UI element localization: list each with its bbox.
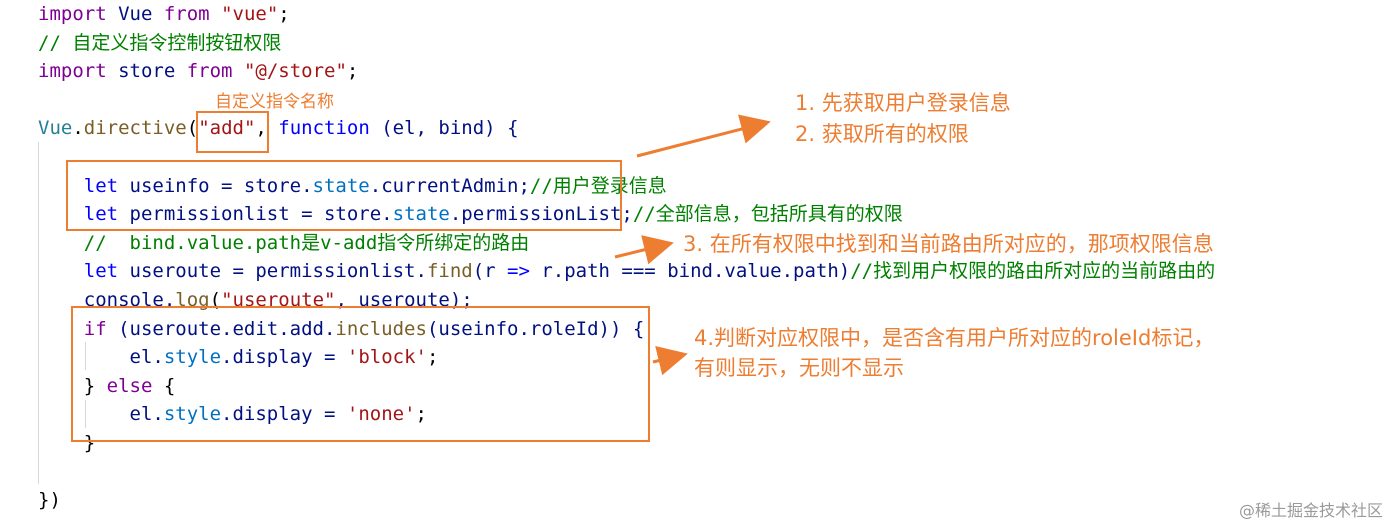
code-token: useinfo = store. bbox=[118, 174, 313, 197]
arrow-step3 bbox=[614, 235, 674, 265]
code-token: else bbox=[106, 374, 153, 397]
code-token: . bbox=[72, 117, 84, 140]
code-line: } else { bbox=[38, 374, 176, 398]
code-line: // 自定义指令控制按钮权限 bbox=[38, 31, 281, 55]
code-token: ( bbox=[186, 117, 199, 140]
code-token: ; bbox=[346, 60, 359, 83]
code-token: function bbox=[278, 117, 370, 140]
indent-guide bbox=[85, 400, 86, 428]
code-line: Vue.directive("add", function (el, bind)… bbox=[38, 116, 519, 140]
step2-label: 2. 获取所有的权限 bbox=[795, 122, 969, 146]
code-token: let bbox=[38, 260, 119, 283]
directive-name-highlight-box bbox=[196, 111, 269, 153]
code-token: Vue bbox=[38, 117, 73, 140]
code-token: .currentAdmin; bbox=[369, 174, 530, 197]
code-line: }) bbox=[38, 488, 61, 512]
code-token: "useroute" bbox=[221, 289, 336, 311]
code-line: el.style.display = 'none'; bbox=[38, 402, 427, 426]
code-token: store bbox=[106, 60, 187, 83]
code-line: // bind.value.path是v-add指令所绑定的路由 bbox=[38, 231, 530, 255]
code-token: (el, bind) { bbox=[369, 117, 519, 140]
arrow-step4 bbox=[652, 346, 688, 376]
code-token: 'block' bbox=[346, 346, 427, 369]
step1-label: 1. 先获取用户登录信息 bbox=[795, 91, 1011, 115]
code-token: log bbox=[175, 289, 210, 311]
permission-check-highlight-box bbox=[71, 306, 650, 442]
code-token: //全部信息，包括所具有的权限 bbox=[632, 203, 903, 226]
code-token: //找到用户权限的路由所对应的当前路由的 bbox=[850, 260, 1216, 283]
step3-label: 3. 在所有权限中找到和当前路由所对应的，那项权限信息 bbox=[683, 232, 1214, 256]
code-token: r.path === bind.value.path) bbox=[529, 260, 851, 283]
code-token: => bbox=[507, 260, 530, 283]
code-line: console.log("useroute", useroute); bbox=[38, 288, 473, 312]
code-token: import bbox=[38, 3, 107, 25]
code-token: includes bbox=[335, 317, 427, 340]
directive-name-label: 自定义指令名称 bbox=[215, 92, 334, 112]
code-token: "vue" bbox=[221, 3, 279, 25]
code-token: "@/store" bbox=[243, 60, 347, 83]
code-token: "add" bbox=[198, 117, 256, 140]
user-info-highlight-box bbox=[66, 160, 622, 231]
code-token: (useinfo.roleId)) { bbox=[426, 317, 645, 340]
code-token: from bbox=[186, 60, 233, 83]
arrow-step12 bbox=[636, 114, 771, 158]
code-token: from bbox=[163, 3, 210, 25]
code-token: state bbox=[392, 203, 450, 226]
code-token: , bbox=[255, 117, 279, 140]
step4-label-line2: 有则显示，无则不显示 bbox=[694, 356, 904, 380]
code-token: // bind.value.path是v-add指令所绑定的路由 bbox=[38, 231, 530, 254]
code-token: (useroute.edit.add. bbox=[106, 317, 336, 340]
step4-label-line1: 4.判断对应权限中，是否含有用户所对应的roleId标记， bbox=[694, 326, 1215, 350]
code-token: .display = bbox=[221, 346, 347, 369]
code-line: import store from "@/store"; bbox=[38, 59, 358, 83]
indent-guide bbox=[38, 142, 39, 484]
code-token: .permissionList; bbox=[449, 203, 633, 226]
code-token: permissionlist = store. bbox=[118, 203, 393, 226]
code-token: } bbox=[38, 432, 96, 454]
code-token: el. bbox=[38, 403, 164, 426]
code-token: if bbox=[38, 317, 107, 340]
code-token: //用户登录信息 bbox=[529, 174, 667, 197]
code-token: style bbox=[163, 346, 222, 369]
code-line: let permissionlist = store.state.permiss… bbox=[38, 202, 903, 226]
code-token: directive bbox=[83, 117, 187, 140]
code-token: useroute = permissionlist. bbox=[118, 260, 427, 283]
code-token: .display = bbox=[221, 403, 347, 426]
code-token: ; bbox=[426, 346, 439, 369]
code-token: style bbox=[163, 403, 222, 426]
code-token: 'none' bbox=[346, 403, 416, 426]
code-line: import Vue from "vue"; bbox=[38, 2, 290, 26]
code-token: let bbox=[38, 203, 119, 226]
code-line: if (useroute.edit.add.includes(useinfo.r… bbox=[38, 317, 645, 341]
code-line: } bbox=[38, 431, 95, 455]
code-token: }) bbox=[38, 489, 61, 512]
code-token: (r bbox=[472, 260, 508, 283]
code-token: import bbox=[38, 60, 107, 83]
code-token: let bbox=[38, 174, 119, 197]
code-line: let useinfo = store.state.currentAdmin;/… bbox=[38, 174, 667, 198]
code-token: Vue bbox=[106, 3, 164, 25]
code-token: // 自定义指令控制按钮权限 bbox=[38, 31, 282, 54]
indent-guide bbox=[85, 342, 86, 370]
code-token: console. bbox=[38, 289, 176, 311]
code-token: find bbox=[426, 260, 473, 283]
watermark: @稀土掘金技术社区 bbox=[1238, 501, 1383, 520]
code-line: el.style.display = 'block'; bbox=[38, 345, 439, 369]
code-token: el. bbox=[38, 346, 164, 369]
code-token: ; bbox=[415, 403, 427, 426]
code-token: ( bbox=[209, 289, 222, 311]
code-token: } bbox=[38, 374, 107, 397]
code-token: ; bbox=[278, 3, 290, 25]
code-token: state bbox=[312, 174, 370, 197]
code-token: { bbox=[152, 374, 176, 397]
code-line: let useroute = permissionlist.find(r => … bbox=[38, 259, 1215, 283]
code-token: , useroute); bbox=[335, 289, 473, 311]
